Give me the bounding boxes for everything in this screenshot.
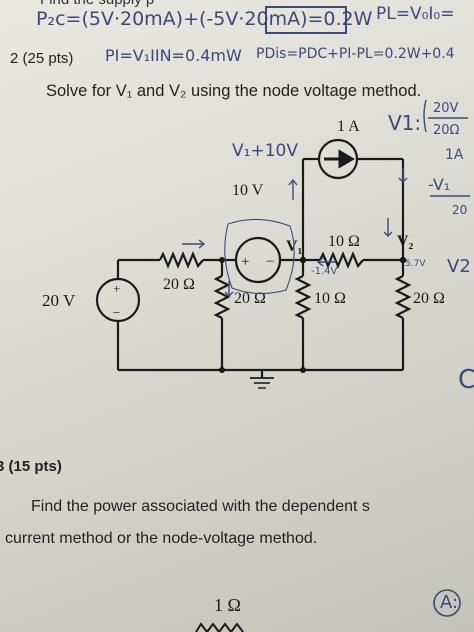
dep-source-plus: + (241, 254, 249, 270)
hand-partial-c: C (458, 365, 474, 395)
bottom-resistor-symbol (195, 622, 244, 632)
problem2-prompt: Solve for V₁ and V₂ using the node volta… (46, 82, 422, 100)
answer-mark: A: (440, 592, 459, 613)
problem3-prompt-line2: current method or the node-voltage metho… (5, 530, 318, 547)
hand-v2: V2 (447, 256, 471, 277)
resistor-20-right-label: 20 Ω (413, 290, 445, 307)
handwritten-pl-equation: PL=V₀I₀= (376, 4, 455, 24)
handwritten-pdc-equation: P₂c=(5V·20mA)+(-5V·20mA)=0.2W (36, 8, 373, 30)
dep-source-minus: − (266, 254, 274, 270)
resistor-10-shunt-label: 10 Ω (314, 290, 346, 307)
bottom-resistor-label: 1 Ω (214, 595, 241, 615)
resistor-20-mid-label: 20 Ω (234, 290, 266, 307)
hand-partial-20: 20 (452, 203, 467, 217)
source-20v-label: 20 V (42, 291, 76, 310)
problem3-prompt-line1: Find the power associated with the depen… (31, 498, 370, 515)
hand-frac-top: 20V (433, 101, 459, 116)
problem3-label: 3 (15 pts) (0, 458, 62, 475)
resistor-20-left-label: 20 Ω (163, 276, 195, 293)
handwritten-pi-equation: PI=V₁IIN=0.4mW (105, 46, 242, 65)
handwritten-pdis-equation: PDis=PDC+PI-PL=0.2W+0.4 (256, 46, 455, 62)
source-20v-minus: − (113, 305, 120, 320)
hand-v1-colon: V1: (388, 111, 421, 135)
current-source-label: 1 A (337, 118, 360, 135)
source-20v-plus: + (113, 281, 120, 296)
resistor-10-series-label: 10 Ω (328, 233, 360, 250)
node-v2-label: V₂ (397, 233, 414, 250)
hand-one-a: 1A (445, 147, 464, 163)
hand-minus-1-4v: -1.4V (311, 266, 338, 277)
boxed-answer (265, 6, 347, 34)
hand-v1-plus-10v: V₁+10V (232, 141, 298, 161)
hand-frac-bot: 20Ω (433, 123, 460, 138)
hand-minus-v1: -V₁ (428, 175, 450, 194)
dep-source-label: 10 V (232, 182, 264, 199)
problem2-label: 2 (25 pts) (10, 50, 74, 67)
hand-5-7v: 5.7V (405, 259, 426, 269)
top-partial-text: Find the supply p (40, 0, 154, 8)
